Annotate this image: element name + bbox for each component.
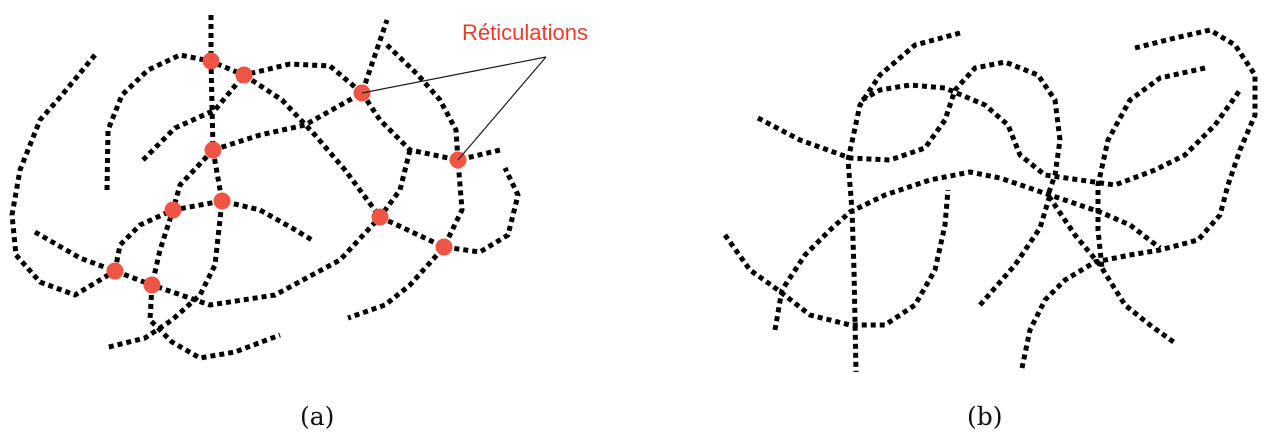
polymer-chain: [104, 52, 364, 191]
polymer-chain: [347, 43, 465, 321]
crosslink-node: [235, 66, 253, 84]
callout-leader-line: [457, 56, 547, 161]
panel-a-caption: (a): [300, 402, 335, 431]
polymer-chain: [104, 15, 225, 351]
polymer-chain: [756, 59, 1177, 346]
panel-b-caption: (b): [967, 402, 1003, 431]
crosslink-node: [164, 201, 182, 219]
panel-a-network: Réticulations: [9, 15, 588, 361]
polymer-chain: [978, 194, 1053, 307]
polymer-chain: [722, 189, 951, 328]
polymer-chain: [772, 169, 1162, 331]
polymer-chain: [141, 72, 521, 255]
polymer-chain: [147, 148, 281, 361]
polymer-chain: [359, 91, 501, 163]
crosslink-node: [204, 141, 222, 159]
polymer-chain: [845, 30, 961, 373]
crosslink-node: [143, 276, 161, 294]
crosslink-node: [106, 262, 124, 280]
polymer-chain: [112, 198, 314, 272]
polymer-chain: [33, 229, 153, 288]
polymer-chain: [1095, 65, 1206, 269]
crosslink-node: [213, 192, 231, 210]
polymer-chain: [860, 82, 1243, 188]
crosslink-node: [371, 208, 389, 226]
callout-leader-line: [361, 56, 547, 94]
polymer-chain: [151, 149, 413, 308]
panel-b-network: [722, 27, 1258, 373]
crosslink-node: [435, 238, 453, 256]
polymer-chain: [9, 53, 117, 298]
crosslink-node: [202, 52, 220, 70]
polymer-chain: [1019, 27, 1258, 369]
crosslink-callout-label: Réticulations: [462, 20, 588, 45]
